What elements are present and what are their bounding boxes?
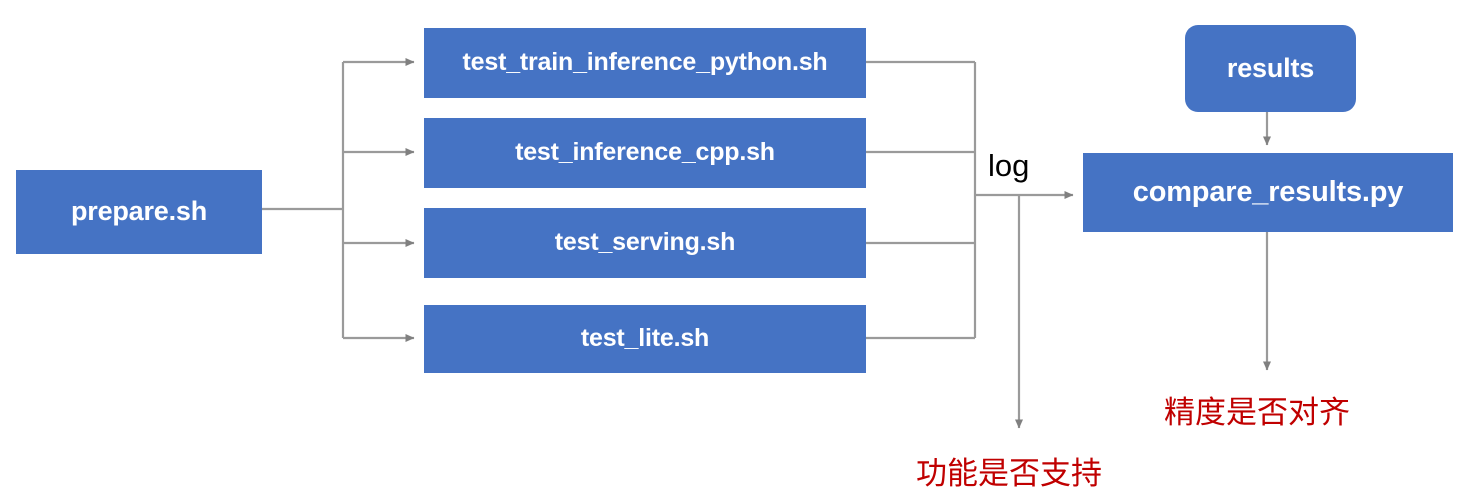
edge-label-log: log: [988, 148, 1030, 183]
annotation-accuracy-aligned: 精度是否对齐: [1164, 395, 1350, 431]
node-compare-results-py[interactable]: compare_results.py: [1083, 153, 1453, 232]
node-test-lite-sh[interactable]: test_lite.sh: [424, 305, 866, 373]
node-test-serving-sh[interactable]: test_serving.sh: [424, 208, 866, 278]
node-prepare-sh[interactable]: prepare.sh: [16, 170, 262, 254]
node-test-train-inference-python-sh[interactable]: test_train_inference_python.sh: [424, 28, 866, 98]
annotation-function-supported: 功能是否支持: [916, 456, 1102, 492]
node-test-inference-cpp-sh[interactable]: test_inference_cpp.sh: [424, 118, 866, 188]
node-results[interactable]: results: [1185, 25, 1356, 112]
